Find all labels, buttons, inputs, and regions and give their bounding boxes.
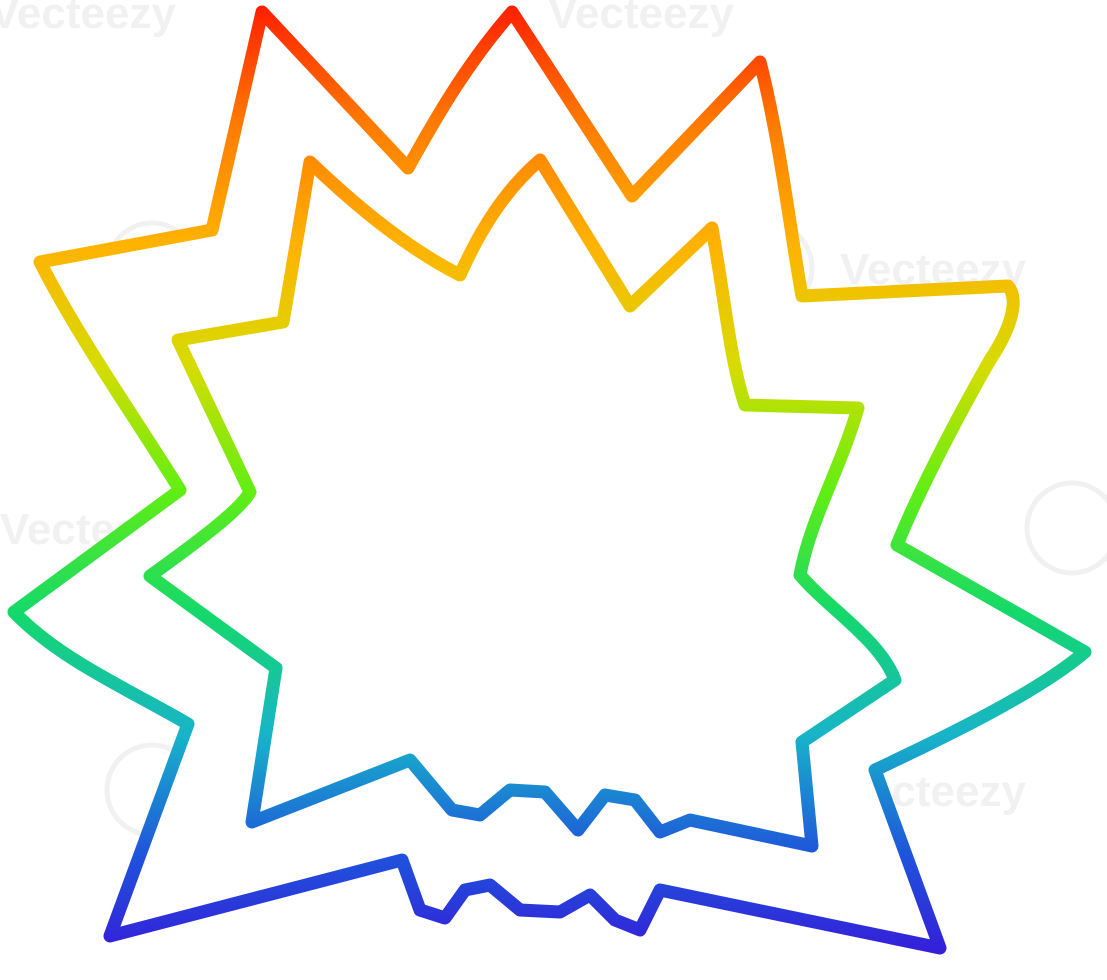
inner-burst-outline	[143, 153, 902, 853]
watermark-text: Vecteezy	[0, 0, 176, 38]
watermark-text: Vecteezy	[548, 0, 734, 38]
